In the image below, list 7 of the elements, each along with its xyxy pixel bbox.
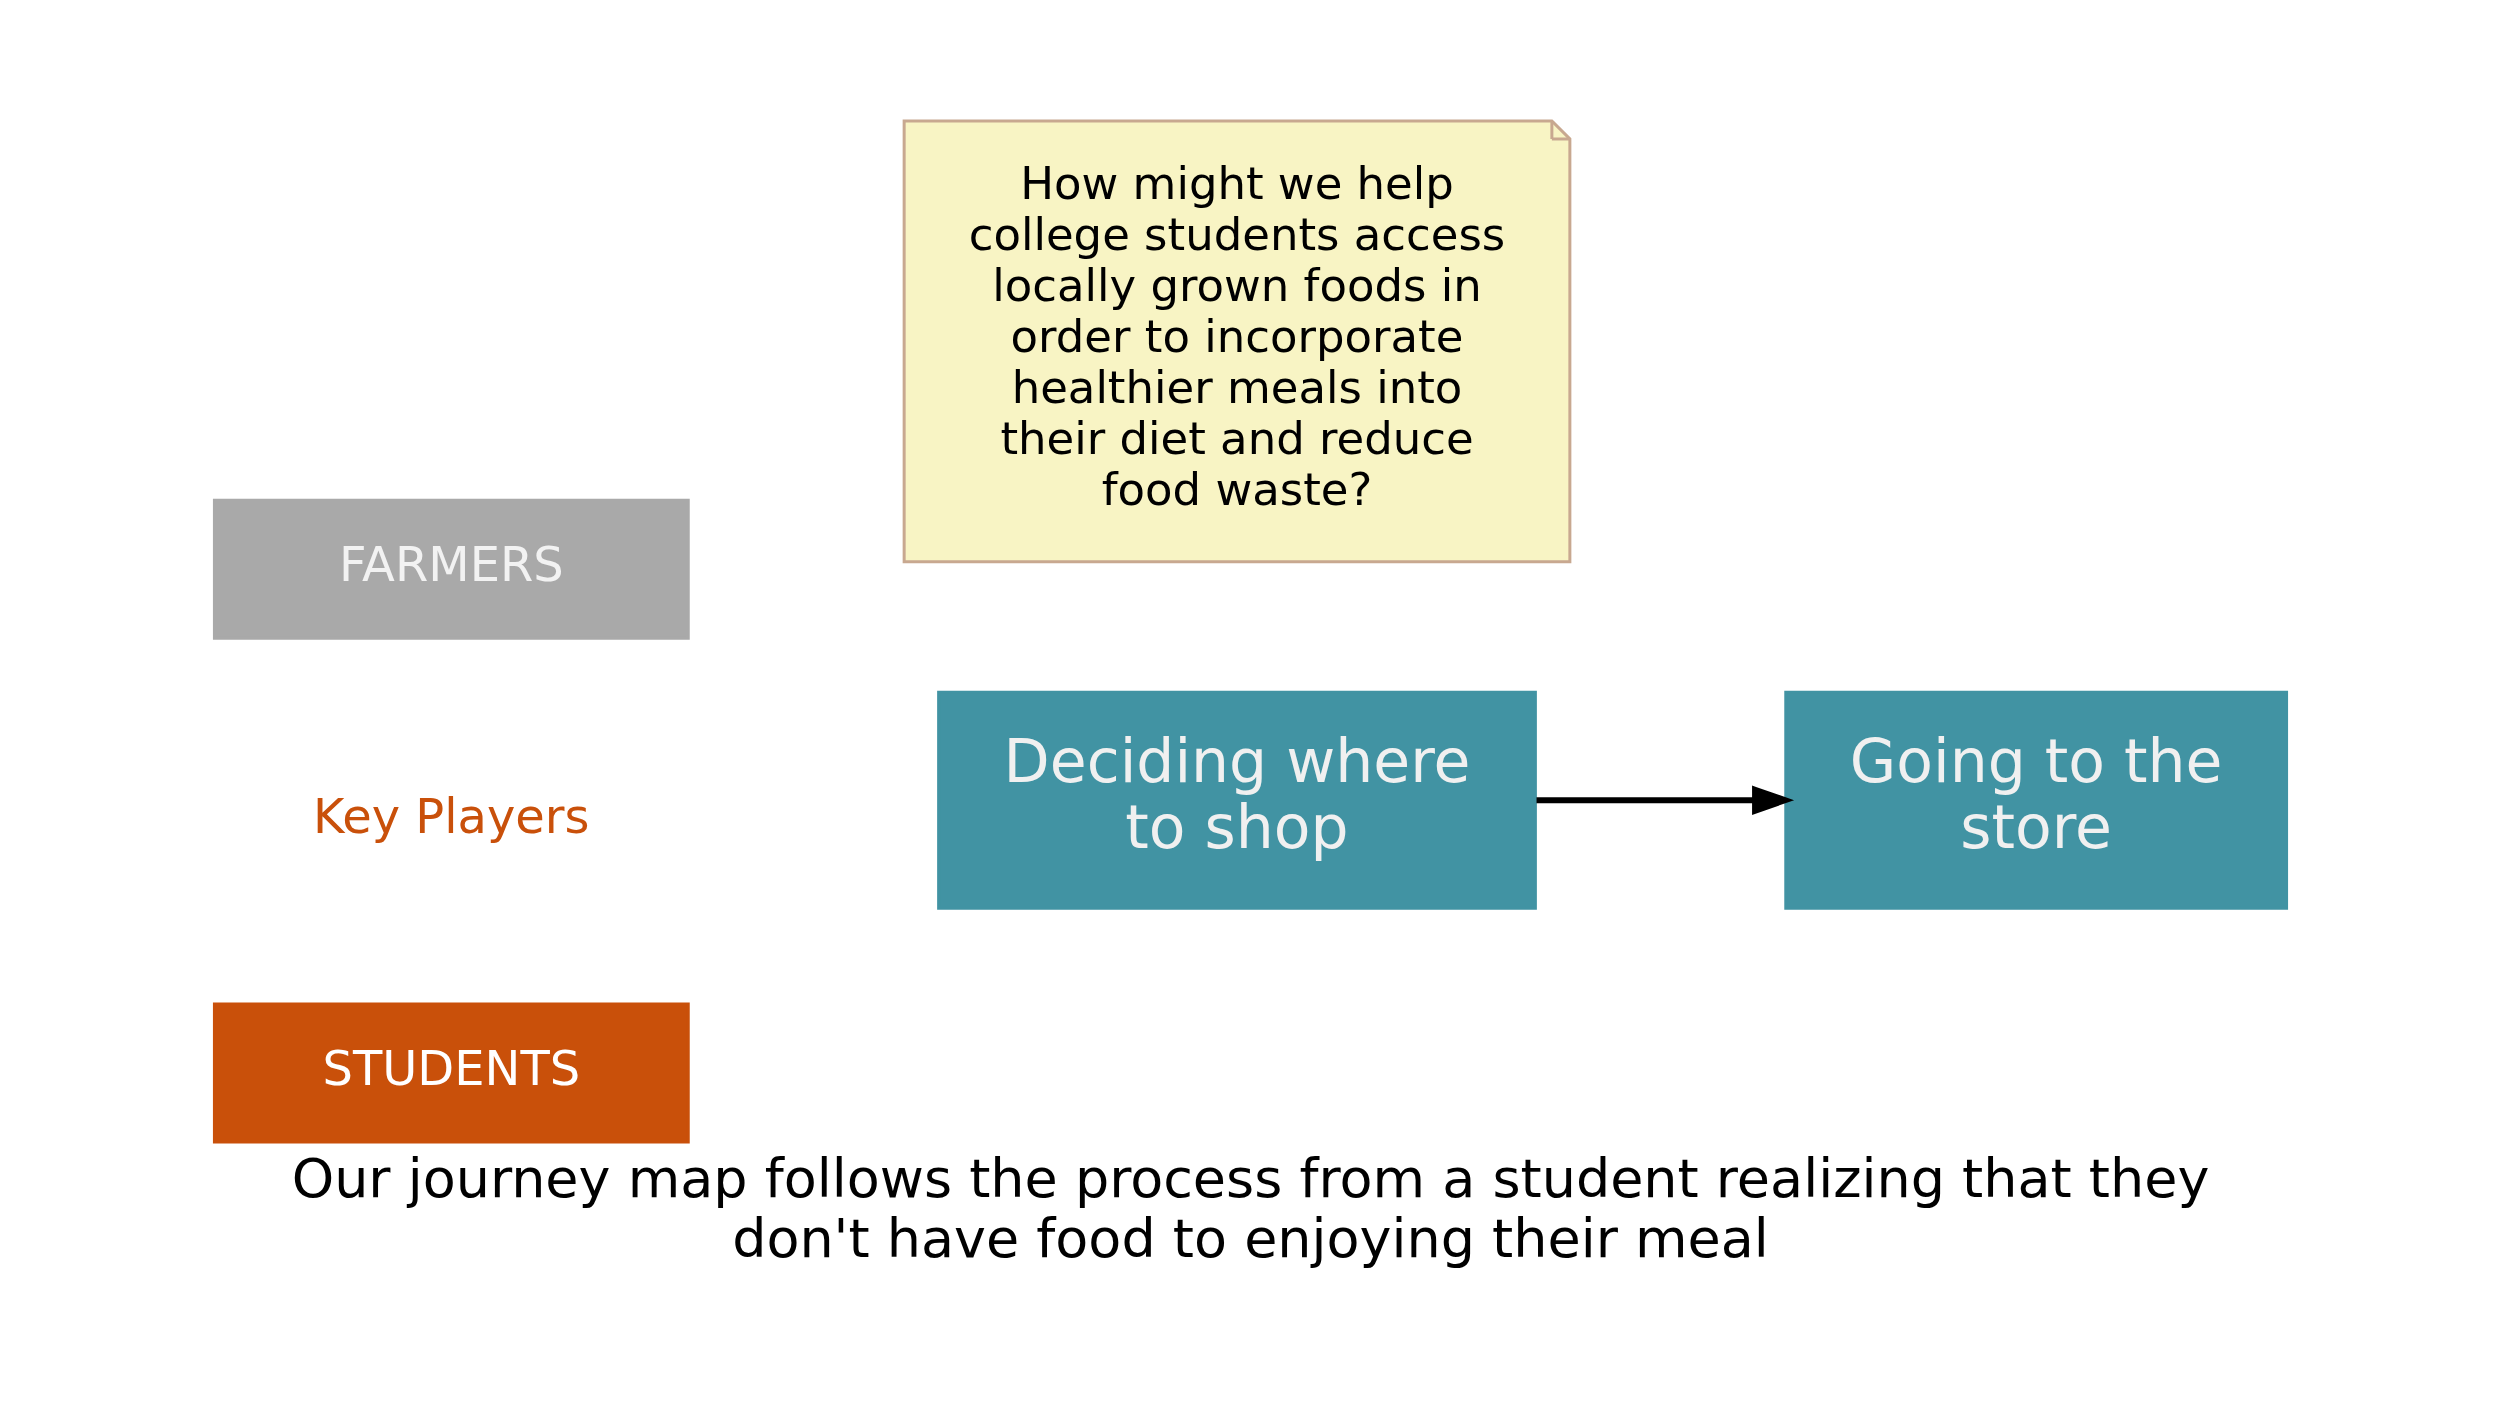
label: Key Players xyxy=(312,787,590,844)
node-box: Deciding where to shop xyxy=(936,690,1537,910)
node-box: Going to the store xyxy=(1783,690,2288,910)
node-box: STUDENTS xyxy=(212,1002,690,1144)
arrow xyxy=(1536,785,1794,815)
caption: Our journey map follows the process from a student realizing that they don't have food to enjoying their meal xyxy=(291,1146,2209,1270)
node-box: FARMERS xyxy=(212,498,690,640)
